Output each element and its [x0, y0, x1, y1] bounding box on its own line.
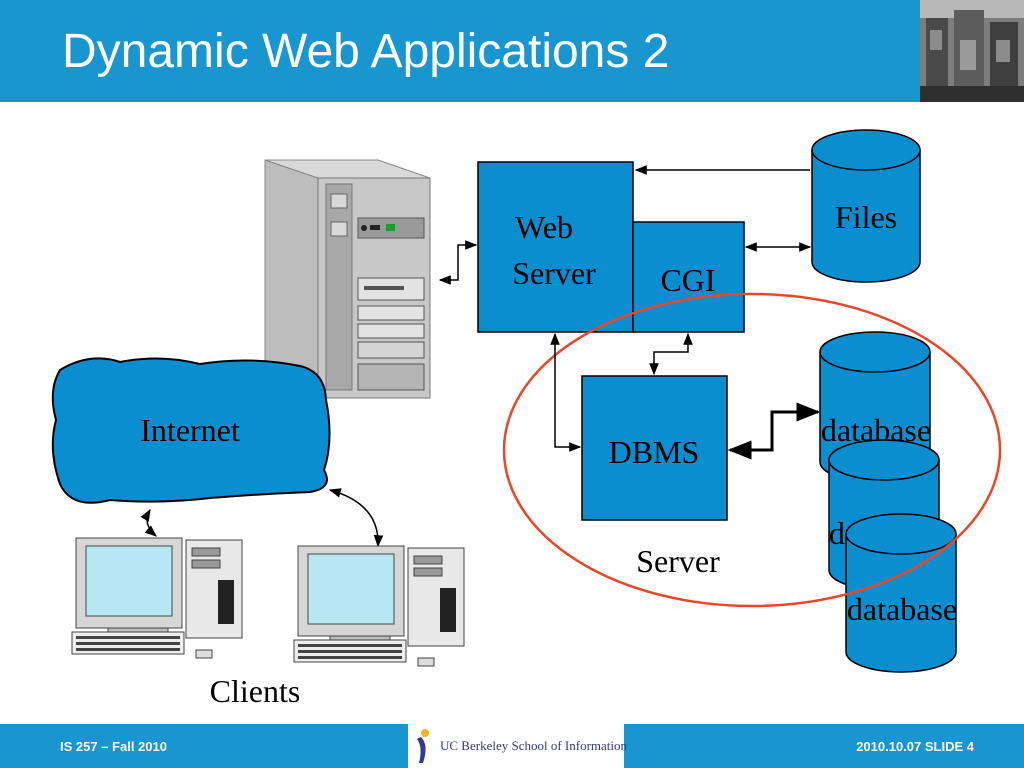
web-server-label-line1: Web — [515, 209, 573, 245]
connector-cgi-dbms — [649, 332, 693, 376]
internet-label: Internet — [140, 412, 240, 448]
connector-internet-client-left — [140, 508, 157, 537]
berkeley-logo-icon — [417, 729, 429, 763]
connector-dbms-database — [727, 402, 821, 460]
cgi-label: CGI — [660, 262, 715, 298]
server-label: Server — [636, 543, 720, 579]
highlight-ellipse — [502, 292, 1002, 608]
slide-title: Dynamic Web Applications 2 — [62, 25, 670, 78]
connector-webserver-dbms — [550, 332, 582, 452]
database-label-3: database — [847, 591, 957, 627]
database-cylinder-3 — [845, 513, 957, 673]
files-label: Files — [835, 199, 897, 235]
connector-tower-webserver — [438, 240, 478, 285]
server-tower-icon — [264, 159, 431, 399]
cgi-box — [632, 221, 745, 333]
web-server-label-line2: Server — [512, 255, 596, 291]
footer-logo-area — [408, 724, 624, 768]
client-computer-icon — [71, 537, 243, 659]
files-cylinder — [811, 129, 921, 283]
dbms-label: DBMS — [609, 434, 700, 470]
footer-course: IS 257 – Fall 2010 — [60, 739, 167, 754]
web-server-box — [477, 161, 634, 333]
header-bar — [0, 0, 1024, 102]
dbms-box — [581, 375, 728, 521]
campus-photo-icon — [920, 0, 1024, 102]
client-computer-icon — [293, 545, 465, 667]
footer-logo-text: UC Berkeley School of Information — [440, 738, 628, 753]
connector-internet-client-right — [328, 488, 384, 548]
internet-cloud — [51, 357, 331, 504]
clients-label: Clients — [210, 673, 301, 709]
footer-slide-number: 2010.10.07 SLIDE 4 — [856, 739, 974, 754]
